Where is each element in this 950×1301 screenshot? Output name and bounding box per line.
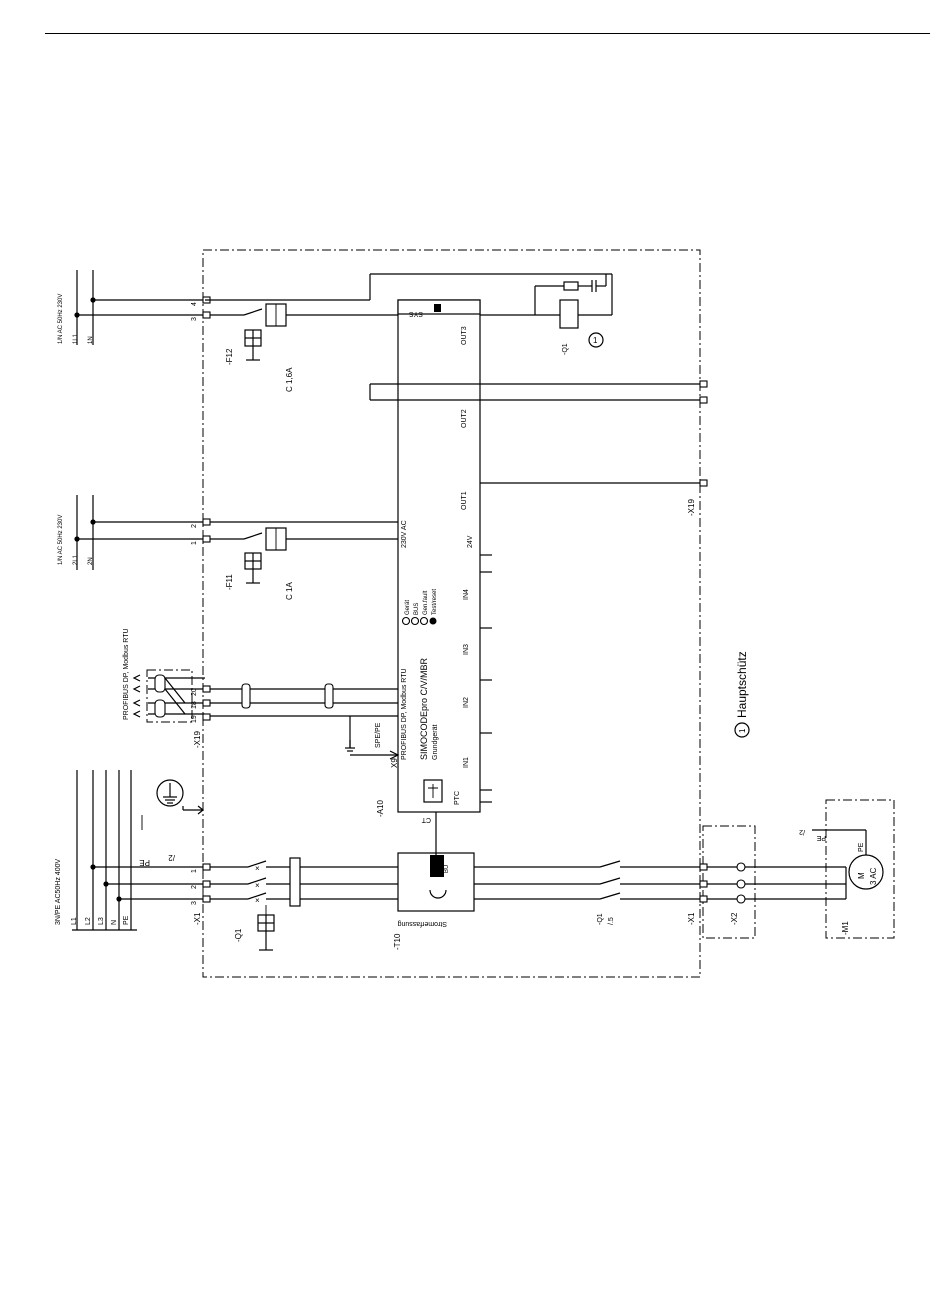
x19-right-label: -X19 [687,499,696,516]
bus-lines [210,683,400,760]
q1-breaker-label: -Q1 [234,928,243,942]
in1-label: IN1 [463,757,470,768]
out2-label: OUT2 [461,409,468,428]
in2-label: IN2 [463,697,470,708]
phase-label-n: N [111,920,118,925]
motor-pe: PE [858,842,865,852]
current-sensor-t10 [397,852,600,912]
ctrl-supply-top [74,270,205,345]
ctrl-supply-mid-label: 1/N AC 50Hz 230V [58,515,64,565]
main-supply-label: 3N/PE AC50Hz 400V [55,859,62,925]
led-label-genfault: Gen.fault [423,590,429,615]
svg-text:3: 3 [191,317,198,321]
in3-label: IN3 [463,644,470,655]
motor-m: M [857,872,866,879]
left-terminals [202,296,211,903]
svg-text:2: 2 [191,524,198,528]
svg-text:1: 1 [191,541,198,545]
x19-left-label: -X19 [193,731,202,748]
svg-text:18: 18 [191,701,198,709]
spe-pe-label: SPE/PE [375,722,382,748]
bu-label: BU [444,865,450,873]
motor-ac: 3 AC [869,867,878,885]
breaker-f11 [210,521,398,584]
phase-label-l2: L2 [85,917,92,925]
v24-label: 24V [467,535,474,548]
f11-rating: C 1A [285,582,294,600]
sys-label: SYS [409,310,423,317]
svg-text:19: 19 [191,715,198,723]
ctrl-line-2l1: 2L1 [73,554,79,565]
svg-text:3: 3 [191,901,198,905]
main-supply-bus [72,770,203,931]
legend-text: Hauptschütz [735,651,749,718]
svg-text:×: × [255,881,260,890]
x2-box [702,825,756,939]
svg-text:4: 4 [191,302,198,306]
f11-label: -F11 [225,574,234,590]
phase-label-l1: L1 [71,917,78,925]
x9-label: X9 [390,758,399,768]
contactor-q1-contacts [599,860,704,900]
ctrl-supply-mid [74,495,205,570]
breaker-f12 [205,273,612,361]
phase-label-pe: PE [123,915,130,925]
x2-label: -X2 [730,912,739,925]
f12-rating: C 1,6A [285,367,294,392]
power-label: 230V AC [401,520,408,548]
q1-contacts-label: -Q1 [597,913,604,925]
motor-box [825,799,895,939]
profibus-connector [132,669,205,723]
pe-label: PE [139,858,150,867]
led-label-testreset: Test/reset [432,589,438,615]
svg-text:1: 1 [593,336,598,345]
breaker-q1: × × × [210,857,398,951]
m1-label: -M1 [841,921,850,935]
device-name: SIMOCODEpro C/V/MBR [419,657,429,760]
right-terminals [699,380,846,904]
svg-text:×: × [255,864,260,873]
svg-text:×: × [255,896,260,905]
phase-label-l3: L3 [98,917,105,925]
profibus-label: PROFIBUS DP, Modbus RTU [123,628,130,720]
x1-left-label: -X1 [193,912,202,925]
page-top-rule [45,33,930,34]
cabinet-enclosure [202,249,701,978]
simocode-device [369,299,704,855]
ctrl-line-1l1: 1L1 [73,333,79,344]
ctrl-line-1n: 1N [88,336,94,344]
legend [734,722,750,738]
motor-m1 [812,829,884,899]
ctrl-supply-top-label: 1/N AC 50Hz 230V [58,294,64,344]
out1-label: OUT1 [461,491,468,510]
current-sensing-label: Stromerfassung [397,920,447,927]
x1-right-label: -X1 [687,912,696,925]
ctrl-line-2n: 2N [88,557,94,565]
q1-coil-label: -Q1 [562,343,569,355]
svg-text:2: 2 [191,885,198,889]
t10-label: -T10 [393,933,402,950]
device-sub: Grundgerät [432,725,439,760]
led-label-geraet: Gerät [405,600,411,615]
in4-label: IN4 [463,589,470,600]
out3-label: OUT3 [461,326,468,345]
motor-pe-wire: PE [816,834,826,841]
motor-ref: /2 [799,828,805,835]
q1-contacts-ref: /.5 [608,917,615,925]
ct-label: CT [421,816,431,823]
f12-label: -F12 [225,348,234,365]
led-label-bus: BUS [414,603,420,615]
ptc-label: PTC [454,791,461,805]
device-bus: PROFIBUS DP, Modbus RTU [401,668,408,760]
legend-number: 1 [738,728,747,733]
earth-icon [156,779,204,815]
contactor-coil-q1: 1 [534,274,613,348]
svg-text:20: 20 [191,688,198,696]
a10-label: -A10 [376,800,385,817]
pe-ref: /2 [168,853,175,862]
svg-text:1: 1 [191,869,198,873]
